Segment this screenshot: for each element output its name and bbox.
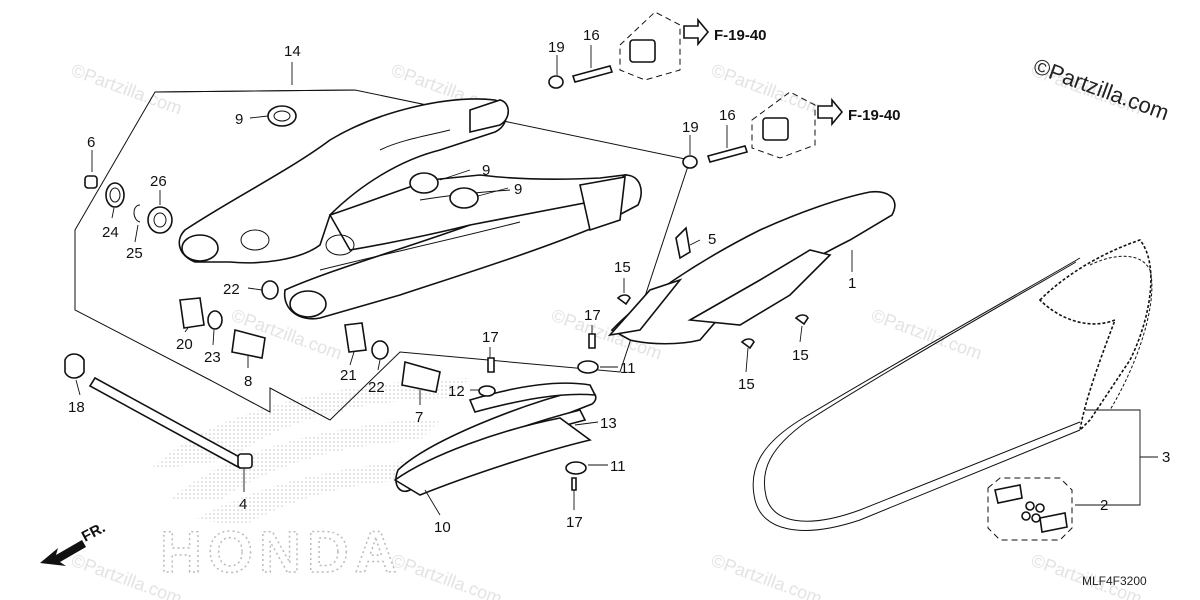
callout: 16: [719, 107, 736, 124]
callout: 19: [548, 39, 565, 56]
callout: 6: [87, 134, 95, 151]
callout: 17: [566, 514, 583, 531]
callout: 4: [239, 496, 247, 513]
leader-lines: [75, 45, 1158, 516]
master-link-kit: [987, 477, 1073, 541]
chain-case: [607, 190, 896, 350]
swingarm-group-outline: [74, 89, 691, 421]
copyright-label: ©Partzilla.com: [1030, 53, 1172, 125]
callout: 21: [340, 367, 357, 384]
honda-wing-logo: [150, 378, 470, 525]
callout: 7: [415, 409, 423, 426]
callout: 12: [448, 383, 465, 400]
callout: 10: [434, 519, 451, 536]
callout: 23: [204, 349, 221, 366]
callout: 14: [284, 43, 301, 60]
swingarm-small-parts: [84, 105, 479, 393]
callout: 9: [514, 181, 522, 198]
swingarm: [178, 98, 642, 320]
pivot-bolt: [64, 353, 253, 470]
honda-outline-text: HONDA: [160, 520, 403, 585]
ref-label-upper: F-19-40: [714, 27, 767, 44]
callout: 8: [244, 373, 252, 390]
callout: 25: [126, 245, 143, 262]
drive-chain: [752, 239, 1153, 531]
front-arrow-label: FR.: [79, 519, 108, 545]
callout: 15: [738, 376, 755, 393]
callout: 15: [614, 259, 631, 276]
callout: 15: [792, 347, 809, 364]
callout: 2: [1100, 497, 1108, 514]
callout: 5: [708, 231, 716, 248]
watermark: ©Partzilla.com: [389, 550, 505, 600]
bolt-group-lower: [682, 91, 844, 169]
watermark: ©Partzilla.com: [69, 60, 185, 119]
callout: 1: [848, 275, 856, 292]
callout: 13: [600, 415, 617, 432]
callout: 19: [682, 119, 699, 136]
callout: 11: [610, 458, 626, 475]
callout: 9: [235, 111, 243, 128]
callout: 22: [223, 281, 240, 298]
callout: 9: [482, 162, 490, 179]
callout: 16: [583, 27, 600, 44]
callout: 24: [102, 224, 119, 241]
diagram-code: MLF4F3200: [1082, 574, 1147, 588]
ref-label-lower: F-19-40: [848, 107, 901, 124]
callout: 17: [482, 329, 499, 346]
watermark: ©Partzilla.com: [709, 550, 825, 600]
callout: 3: [1162, 449, 1170, 466]
bolt-group-upper: [548, 11, 710, 89]
callout: 17: [584, 307, 601, 324]
callout-numbers: 14 9 9 9 6 26 24 25 22 22 20 23 8 21 18 …: [68, 27, 1170, 536]
callout: 26: [150, 173, 167, 190]
callout: 11: [620, 360, 636, 377]
callout: 20: [176, 336, 193, 353]
watermark: ©Partzilla.com: [869, 305, 985, 364]
callout: 18: [68, 399, 85, 416]
chain-slider: [393, 333, 599, 496]
callout: 22: [368, 379, 385, 396]
